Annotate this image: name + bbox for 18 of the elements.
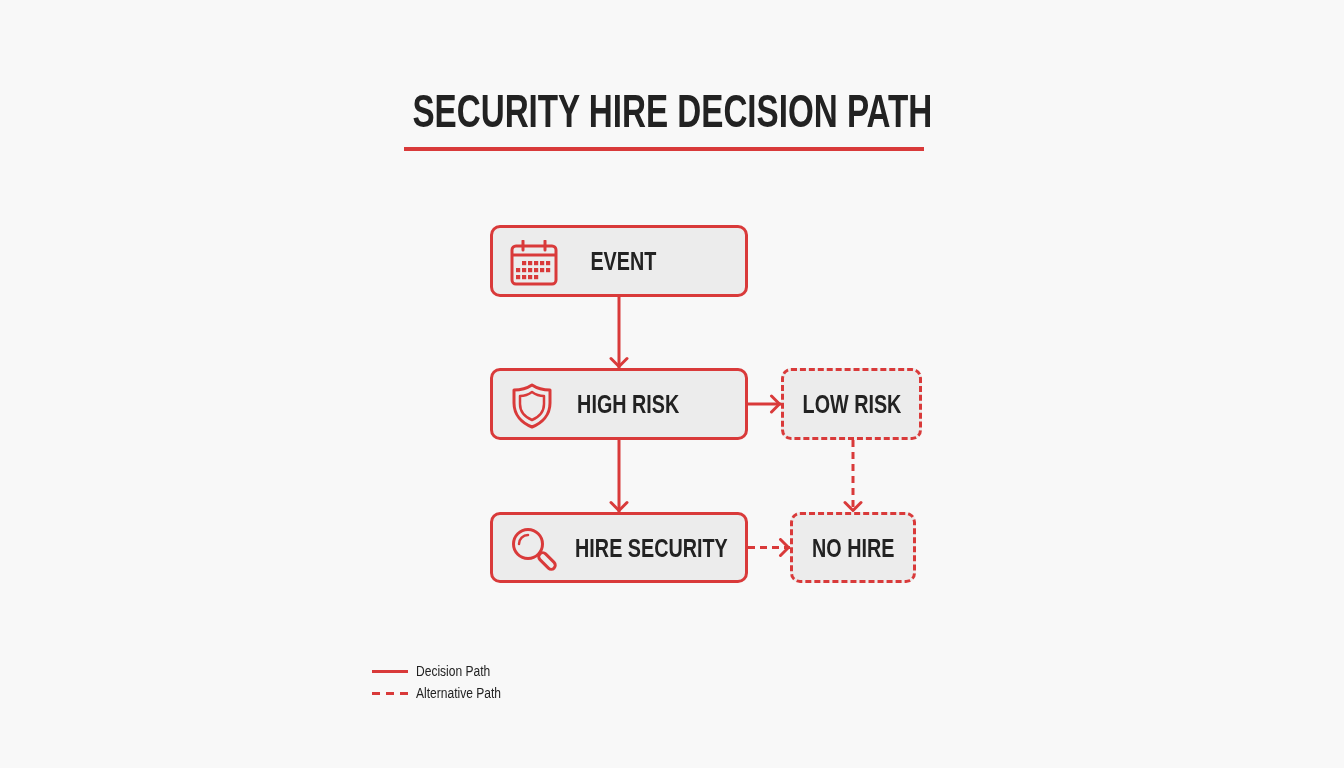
- alternative-box: [781, 368, 922, 440]
- node-label: EVENT: [590, 246, 656, 276]
- arrow: [748, 538, 790, 557]
- arrow: [609, 440, 629, 512]
- legend-label: Alternative Path: [416, 685, 501, 701]
- node-label: NO HIRE: [811, 532, 895, 563]
- node-label: HIRE SECURITY: [574, 532, 728, 563]
- arrow: [843, 440, 863, 512]
- legend-label: Decision Path: [416, 663, 491, 679]
- process-box: [490, 512, 748, 583]
- process-box: [490, 225, 748, 297]
- node-label: HIGH RISK: [576, 389, 680, 419]
- node-label: LOW RISK: [802, 389, 901, 419]
- arrow: [609, 297, 629, 368]
- alternative-box: [790, 512, 916, 583]
- arrow: [748, 394, 781, 414]
- process-box: [490, 368, 748, 440]
- title: SECURITY HIRE DECISION PATH: [412, 86, 932, 136]
